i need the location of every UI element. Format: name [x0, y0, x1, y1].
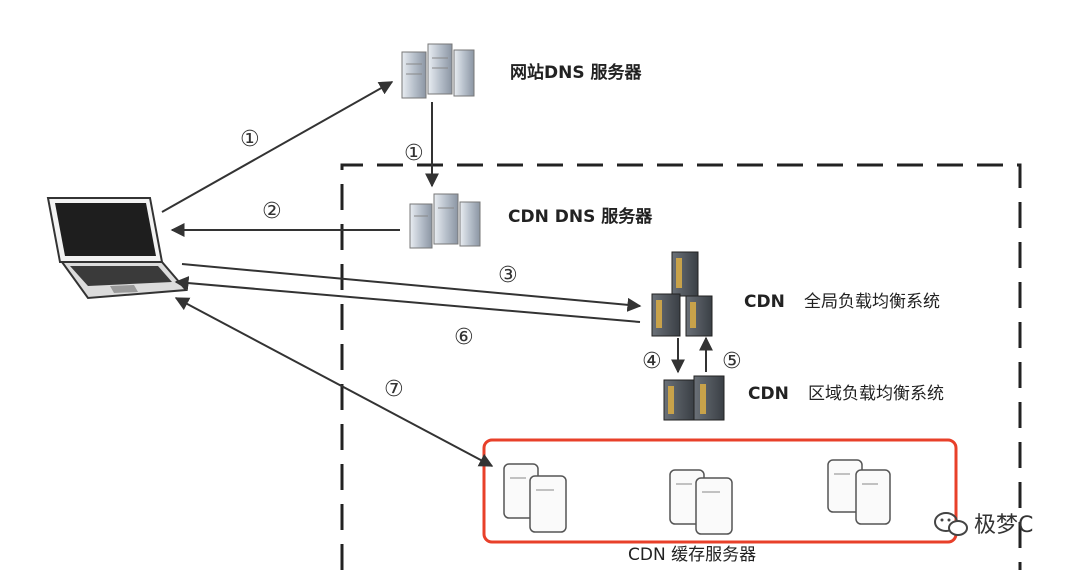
watermark-text: 极梦C [974, 513, 1033, 538]
arrow-step-1-to-website-dns [161, 81, 394, 213]
global-lb-rack-icon[interactable] [651, 251, 713, 337]
arrow-step-7-client-cache [174, 297, 494, 467]
cache-servers-highlight [482, 438, 958, 544]
arrow-step-6-global-lb-to-client [174, 276, 641, 323]
regional-lb-rack-icon[interactable] [663, 375, 725, 421]
cdn-dns-label: CDN DNS 服务器 [508, 206, 653, 227]
global-lb-label: 全局负载均衡系统 [804, 292, 940, 312]
wechat-icon [934, 512, 968, 536]
regional-lb-label: 区域负载均衡系统 [808, 384, 944, 404]
cache-servers-label: CDN 缓存服务器 [628, 545, 756, 565]
step-5-label: ⑤ [722, 349, 742, 374]
arrow-step-3-client-to-global-lb [181, 263, 642, 312]
laptop-icon[interactable] [46, 197, 189, 300]
website-dns-label: 网站DNS 服务器 [510, 62, 643, 83]
cache-server-icon[interactable] [669, 469, 733, 535]
cdn-dns-server-icon[interactable] [409, 193, 481, 249]
cache-server-icon[interactable] [503, 463, 567, 533]
step-1b-label: ① [404, 141, 424, 166]
step-3-label: ③ [498, 263, 518, 288]
step-7-label: ⑦ [384, 377, 404, 402]
step-4-label: ④ [642, 349, 662, 374]
step-6-label: ⑥ [454, 325, 474, 350]
step-2-label: ② [262, 199, 282, 224]
website-dns-server-icon[interactable] [401, 43, 475, 99]
regional-lb-prefix: CDN [748, 384, 789, 404]
global-lb-prefix: CDN [744, 292, 785, 312]
step-1-label: ① [240, 127, 260, 152]
cache-server-icon[interactable] [827, 459, 891, 525]
